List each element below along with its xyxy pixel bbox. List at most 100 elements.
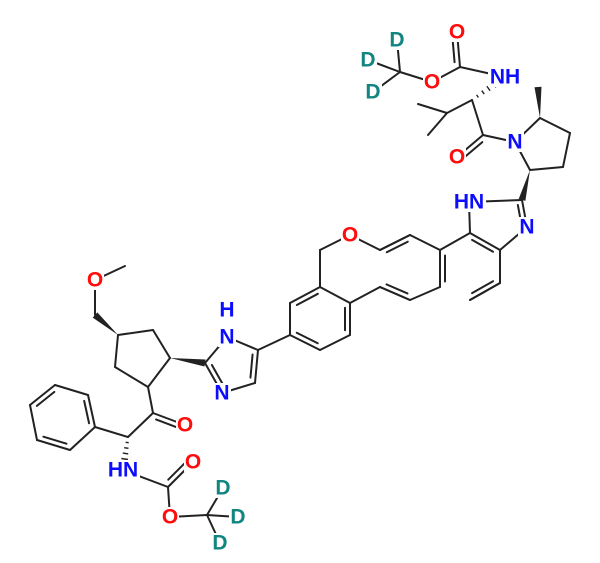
double-bond-inner	[83, 399, 91, 425]
wedge-bond	[534, 86, 542, 118]
double-bond	[87, 394, 96, 428]
single-bond	[114, 366, 149, 388]
atom-label-d5: D	[230, 506, 245, 529]
hash-bond	[124, 446, 129, 450]
atom-label-background	[214, 478, 232, 498]
atom-label-o2: O	[424, 71, 440, 94]
atom-label-background	[448, 147, 466, 167]
double-bond-inner	[385, 283, 409, 295]
wedge-bond	[92, 312, 118, 335]
single-bond	[562, 132, 571, 168]
double-bond-inner	[155, 418, 180, 429]
atom-label-background	[341, 225, 359, 245]
atom-label-background	[423, 72, 441, 92]
atom-label-background	[388, 30, 406, 50]
atom-label-background	[218, 300, 236, 320]
double-bond-inner	[385, 240, 409, 254]
single-bond	[127, 412, 154, 438]
atom-label-o1: O	[449, 21, 465, 44]
single-bond	[319, 286, 351, 304]
wedge-bond	[518, 170, 530, 201]
atom-label-background	[86, 270, 104, 290]
single-bond	[69, 426, 96, 451]
double-bond	[469, 282, 501, 301]
double-bond-inner	[210, 364, 225, 388]
atom-label-background	[218, 327, 236, 347]
atom-label-background	[518, 217, 536, 237]
double-bond	[29, 384, 56, 406]
atom-label-background	[448, 22, 466, 42]
atom-label-h6: H	[219, 299, 234, 322]
single-bond	[114, 334, 119, 368]
single-bond	[427, 112, 448, 136]
single-bond	[446, 99, 473, 114]
atom-label-d3: D	[365, 81, 380, 104]
double-bond-inner	[35, 390, 56, 407]
single-bond	[471, 99, 484, 136]
atom-label-background	[229, 507, 247, 527]
double-bond	[254, 349, 259, 384]
atom-label-hn2: HN	[454, 191, 484, 214]
atom-label-o4: O	[342, 224, 358, 247]
double-bond-inner	[295, 292, 319, 307]
atom-label-background	[161, 507, 179, 527]
single-bond	[439, 232, 471, 251]
atom-label-hn9: HN	[108, 459, 138, 482]
single-bond	[417, 103, 448, 114]
single-bond	[539, 117, 571, 134]
single-bond	[409, 234, 441, 251]
atom-label-n3: N	[519, 216, 534, 239]
atom-label-background	[106, 460, 140, 480]
single-bond	[54, 384, 89, 396]
double-bond-inner	[42, 435, 68, 445]
atom-label-background	[359, 50, 377, 70]
double-bond	[36, 439, 71, 451]
atom-label-o6: O	[177, 414, 193, 437]
atom-label-background	[184, 452, 202, 472]
double-bond	[379, 286, 411, 301]
atom-label-o5: O	[87, 269, 103, 292]
atom-label-d1: D	[389, 29, 404, 52]
hash-bond	[481, 90, 485, 95]
atom-label-d6: D	[212, 532, 227, 555]
double-bond	[469, 232, 501, 251]
atom-label-background	[176, 415, 194, 435]
atom-label-o3: O	[449, 146, 465, 169]
atom-label-o8: O	[162, 506, 178, 529]
single-bond	[147, 386, 154, 414]
double-bond-inner	[295, 331, 319, 345]
atom-label-d4: D	[215, 477, 230, 500]
hash-bond	[121, 457, 129, 461]
atom-label-background	[506, 132, 524, 152]
hash-bond	[486, 85, 491, 92]
atom-label-n7: N	[219, 326, 234, 349]
single-bond	[152, 329, 171, 359]
wedge-bond	[170, 358, 206, 367]
single-bond	[529, 166, 564, 171]
single-bond	[29, 404, 38, 441]
atom-label-background	[364, 82, 382, 102]
double-bond-inner	[471, 238, 495, 253]
atom-label-background	[211, 533, 229, 553]
hash-bond	[122, 452, 129, 455]
double-bond-inner	[463, 141, 484, 159]
atom-label-o7: O	[185, 451, 201, 474]
single-bond	[349, 286, 381, 304]
atom-label-n1: N	[507, 131, 522, 154]
single-bond	[409, 286, 441, 301]
hash-bond	[476, 94, 479, 98]
double-bond-inner	[249, 353, 254, 379]
single-bond	[257, 334, 291, 351]
double-bond-inner	[167, 461, 187, 481]
atom-label-d2: D	[360, 49, 375, 72]
single-bond	[147, 357, 171, 388]
double-bond-inner	[471, 280, 495, 295]
single-bond	[117, 329, 154, 336]
atom-label-background	[452, 192, 486, 212]
single-bond	[94, 426, 129, 438]
double-bond	[289, 286, 321, 304]
double-bond	[379, 234, 411, 251]
single-bond	[319, 334, 351, 351]
